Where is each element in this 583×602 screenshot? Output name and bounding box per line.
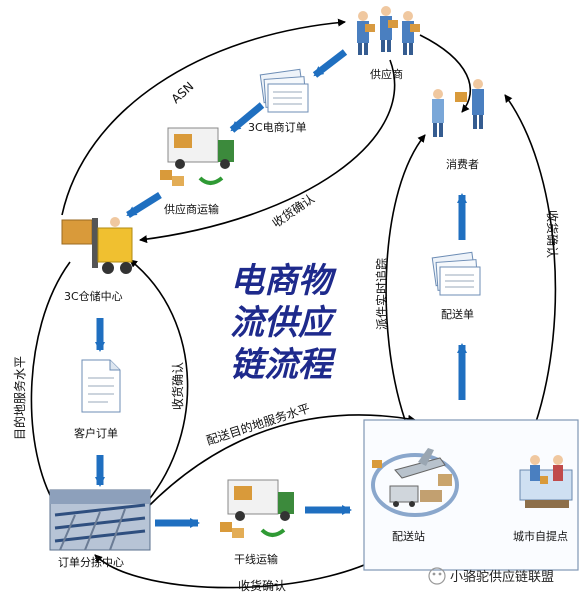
arrow-transport-to-warehouse	[126, 192, 162, 218]
city-pickup-label: 城市自提点	[513, 529, 568, 543]
supplier-truck-icon	[160, 127, 234, 186]
order-documents-icon	[259, 68, 309, 113]
diagram-title: 电商物 流供应 链流程	[230, 261, 337, 385]
city-pickup-icon	[519, 455, 573, 508]
supplier-consumer-curve	[419, 34, 472, 113]
receipt-confirm-bottom-label: 收货确认	[238, 578, 286, 593]
watermark-text: 小骆驼供应链联盟	[450, 569, 554, 585]
sorting-center-conveyor-icon	[49, 489, 151, 551]
consumer-people-icon	[432, 79, 484, 137]
dispatch-tracking-curve	[385, 134, 426, 421]
consumer-label: 消费者	[446, 157, 479, 171]
receipt-confirm-mid-curve	[129, 259, 189, 511]
trunk-truck-icon	[220, 479, 294, 538]
watermark: 小骆驼供应链联盟	[428, 567, 554, 585]
sorting-center-label: 订单分拣中心	[58, 555, 124, 569]
warehouse-label: 3C仓储中心	[64, 289, 123, 303]
warehouse-forklift-icon	[61, 217, 133, 274]
supplier-people-icon	[357, 6, 420, 55]
flow-curves	[30, 18, 557, 589]
delivery-dest-service-label: 配送目的地服务水平	[204, 400, 311, 448]
dest-service-curve	[30, 261, 71, 516]
receipt-confirm-mid-label: 收货确认	[170, 362, 185, 410]
title-line-2: 流供应	[230, 303, 337, 343]
customer-order-label: 客户订单	[74, 426, 118, 440]
dispatch-tracking-label: 派件实时追踪	[374, 258, 389, 330]
delivery-dest-service-curve	[139, 414, 416, 516]
delivery-note-label: 配送单	[441, 307, 474, 321]
asn-curve	[61, 18, 346, 216]
title-line-3: 链流程	[230, 345, 337, 385]
arrow-supplier-to-order	[312, 49, 348, 78]
order-3c-label: 3C电商订单	[248, 120, 307, 134]
arrow-order-to-transport	[229, 102, 265, 133]
receipt-confirm-top-curve	[139, 59, 396, 244]
asn-label: ASN	[169, 79, 197, 106]
receipt-confirm-right-label: 收货确认	[545, 210, 560, 258]
customer-order-document-icon	[81, 359, 121, 413]
dest-service-label: 目的地服务水平	[12, 356, 27, 440]
delivery-note-documents-icon	[431, 251, 481, 296]
supplier-label: 供应商	[370, 67, 403, 81]
receipt-confirm-right-curve	[504, 94, 557, 426]
delivery-station-label: 配送站	[392, 529, 425, 543]
delivery-station-icon	[371, 448, 459, 517]
blue-arrows	[95, 49, 467, 528]
title-line-1: 电商物	[230, 261, 337, 301]
trunk-transport-label: 干线运输	[234, 552, 278, 566]
supplier-transport-label: 供应商运输	[164, 202, 219, 216]
